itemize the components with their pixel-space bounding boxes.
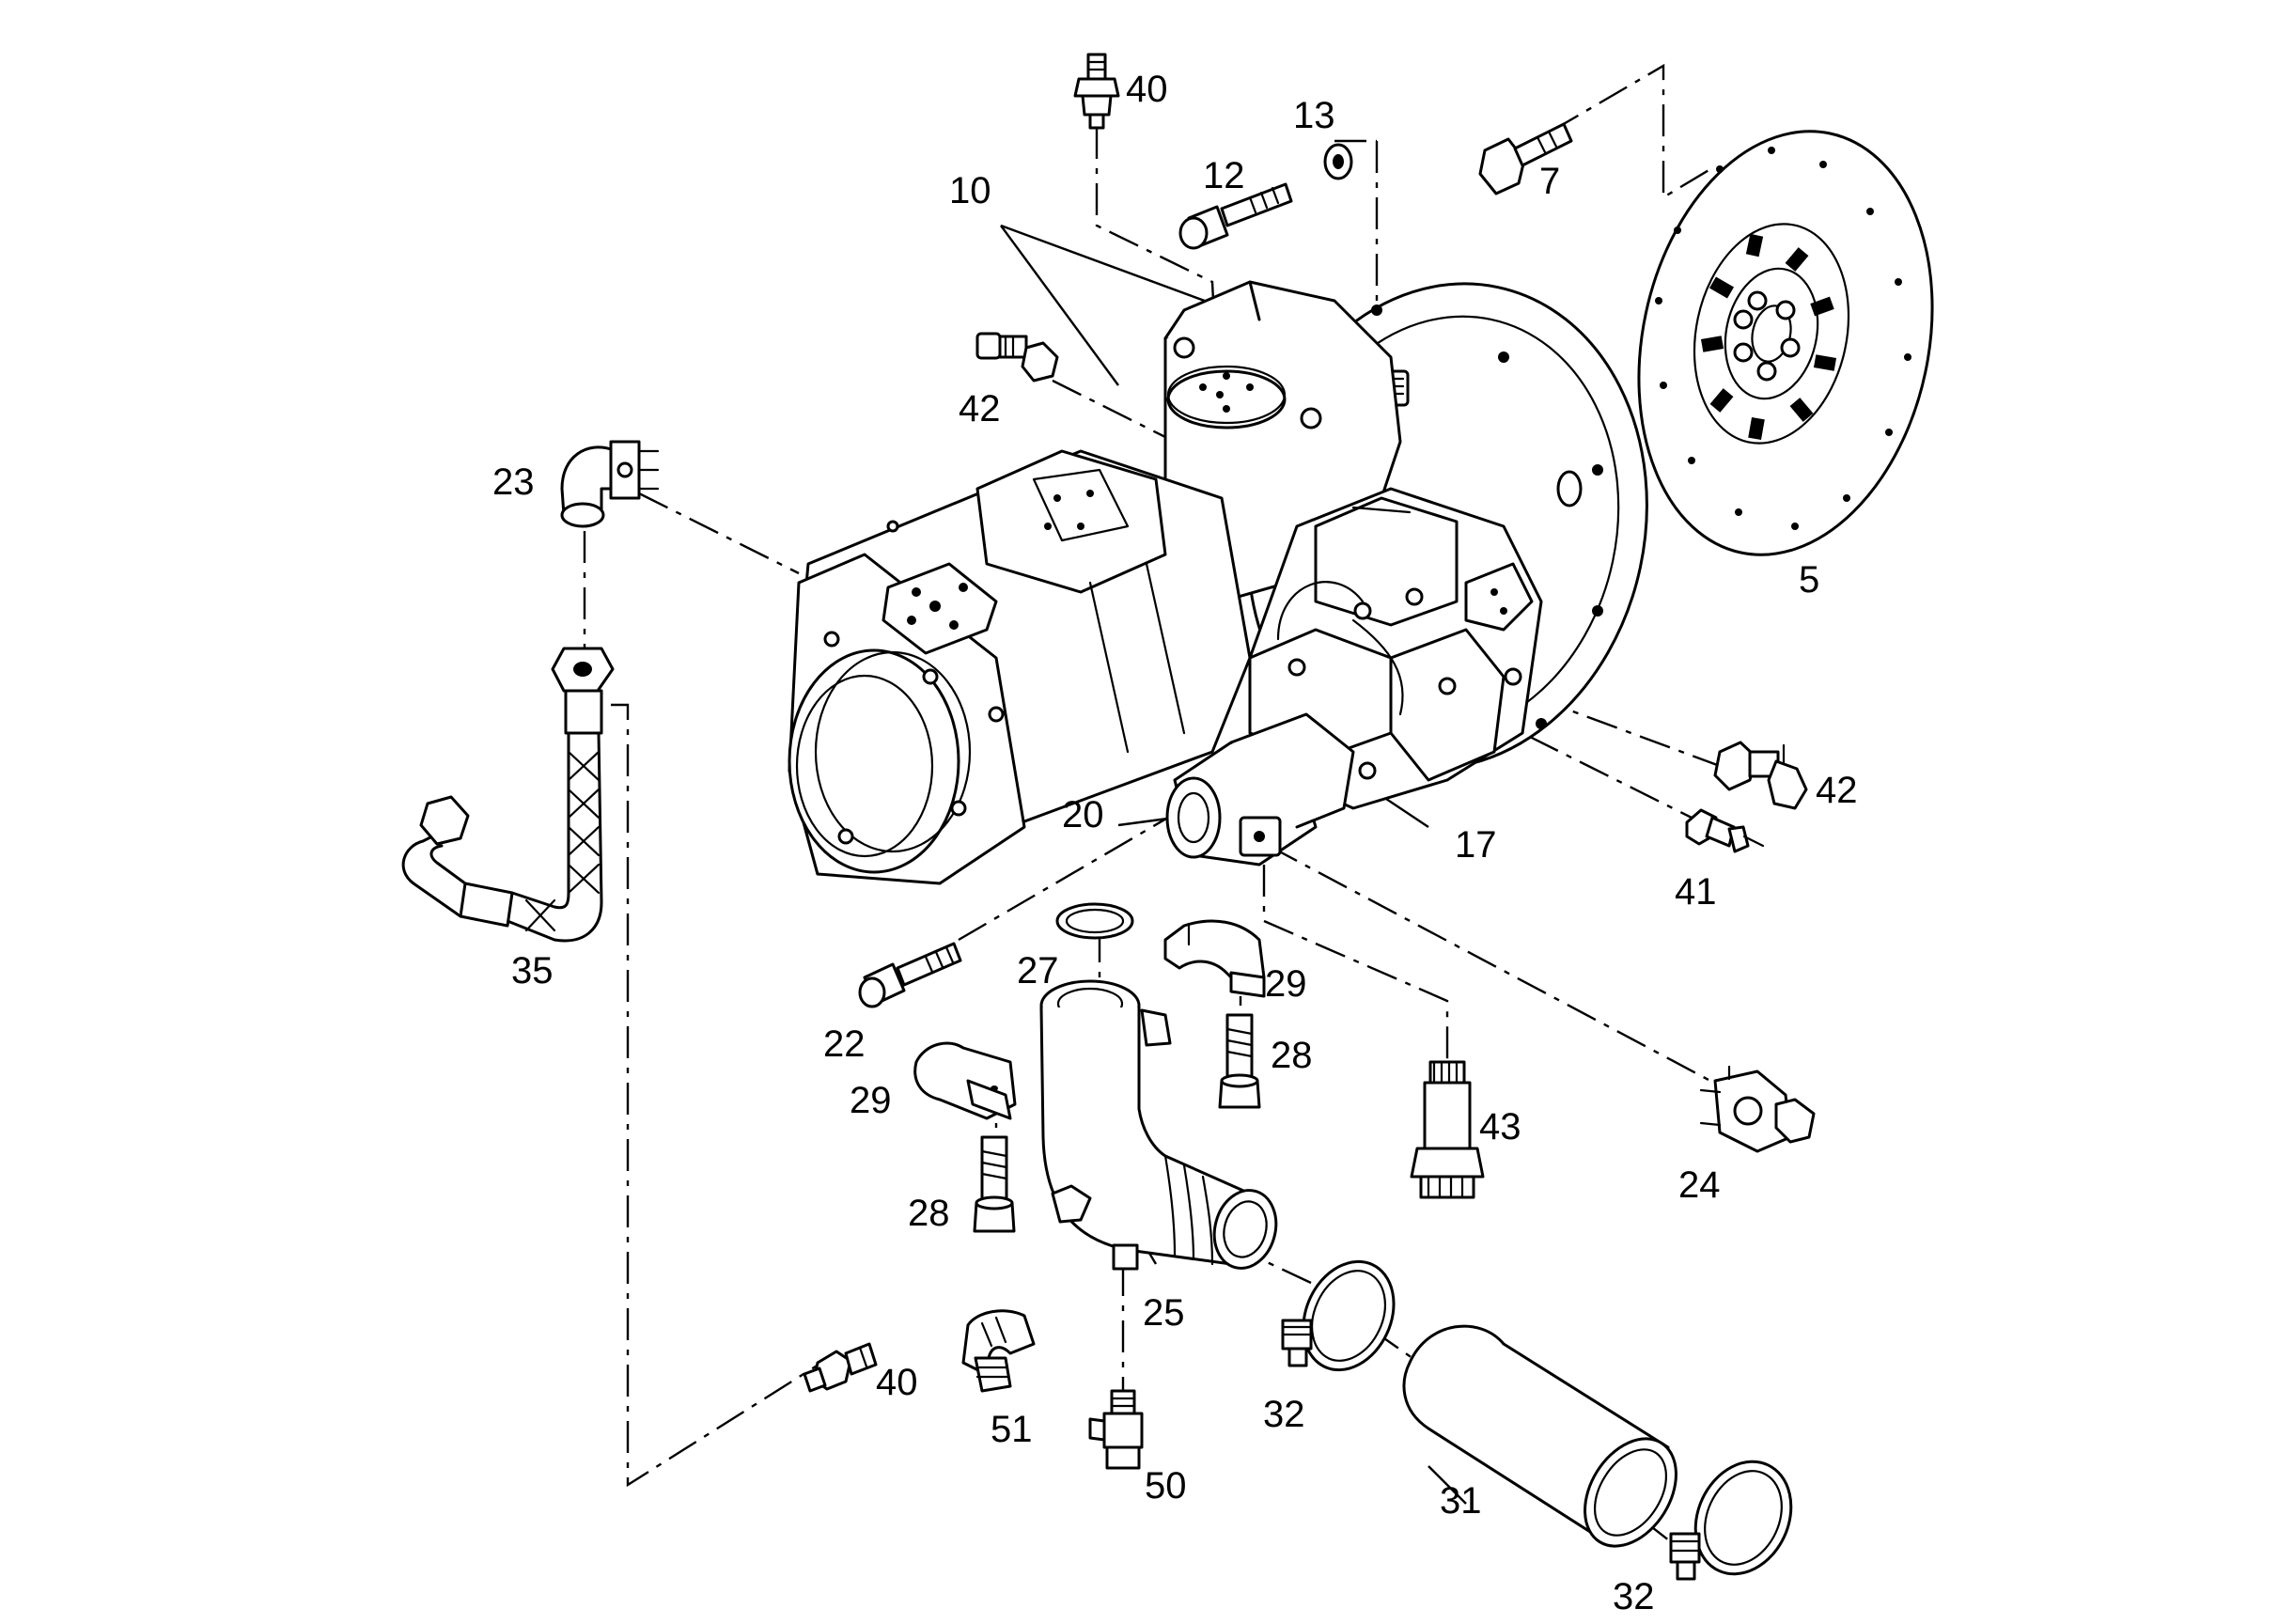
callout-42-right: 42 [1816,770,1858,811]
callout-labels: 40 13 12 10 7 42 23 5 20 17 42 41 35 27 … [492,69,1858,1617]
callout-28-upper: 28 [1271,1035,1313,1076]
callout-7: 7 [1539,161,1560,202]
main-hydraulic-pump [788,449,1252,885]
flywheel-coupling [1637,130,1934,556]
callout-29-lower: 29 [850,1080,892,1121]
callout-41: 41 [1675,871,1717,913]
callout-24: 24 [1678,1164,1721,1206]
callout-35: 35 [511,950,554,992]
callout-40-top: 40 [1126,69,1168,110]
fitting-50 [1088,1389,1144,1470]
gear-pump [1165,712,1355,867]
callout-40-lower: 40 [876,1362,918,1403]
callout-27: 27 [1017,950,1059,992]
bolt-28-upper [1218,1013,1261,1109]
callout-31: 31 [1440,1480,1482,1522]
callout-50: 50 [1145,1465,1187,1507]
hub-bolts [1733,290,1801,382]
sensor-41 [1685,808,1765,853]
callout-29-top: 29 [1265,963,1307,1005]
hose-clamp-32-upper [1281,1259,1396,1372]
callout-42-top: 42 [959,388,1001,429]
washer-13 [1323,143,1353,180]
bolt-7 [1478,122,1573,195]
callout-25: 25 [1143,1292,1185,1334]
callout-23: 23 [492,461,535,503]
callout-20: 20 [1062,794,1104,835]
o-ring-27 [1055,902,1134,940]
hydraulic-hose-35 [401,647,615,943]
callout-32-upper: 32 [1263,1394,1305,1435]
callout-22: 22 [823,1023,866,1065]
fitting-40-top [1073,53,1120,130]
secondary-pump-valve-block [1248,487,1543,810]
callout-13: 13 [1293,95,1335,136]
hose-clamp-32-lower [1669,1460,1793,1581]
callout-17: 17 [1455,824,1497,866]
bolt-22 [858,942,962,1008]
callout-12: 12 [1203,155,1245,196]
elbow-51 [961,1309,1036,1393]
friction-pads [1700,233,1837,441]
fitting-42-right [1713,741,1808,810]
callout-5: 5 [1799,559,1819,601]
hose-braid [524,750,601,932]
elbow-fitting-23 [560,440,660,528]
callout-32-lower: 32 [1613,1576,1655,1617]
fitting-42-top [975,332,1059,383]
callout-28-lower: 28 [908,1193,950,1234]
fitting-40-lower [803,1342,878,1393]
half-clamp-29-lower [913,1041,1017,1120]
hose-sleeve-31 [1402,1324,1677,1548]
half-clamp-29-top [1163,919,1266,998]
flange-fitting-24 [1699,1065,1816,1153]
bolt-12 [1178,182,1293,250]
callout-51: 51 [991,1409,1033,1450]
suction-elbow-25 [1039,979,1278,1271]
flywheel-bolt-holes [1655,147,1911,530]
bolt-28-lower [973,1135,1016,1233]
sensor-43 [1410,1060,1485,1199]
callout-43: 43 [1479,1106,1521,1148]
callout-10: 10 [949,170,991,211]
